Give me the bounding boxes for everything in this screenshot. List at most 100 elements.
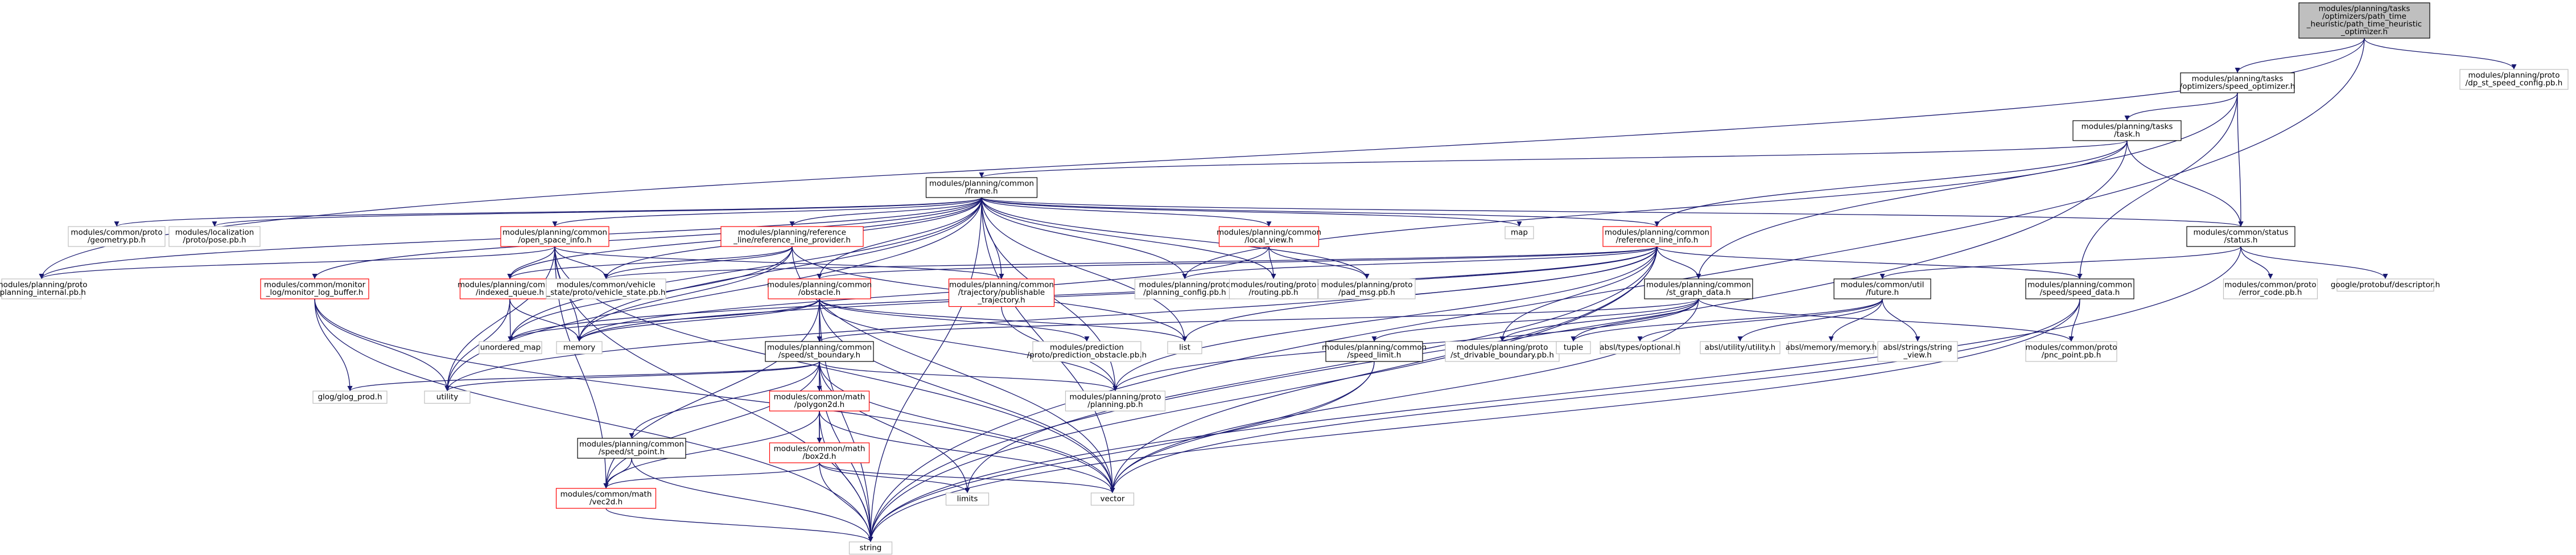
node-label-line: modules/planning/proto <box>1139 281 1231 290</box>
node-speed-limit[interactable]: modules/planning/common/speed_limit.h <box>1322 341 1427 362</box>
edge-frame-to-routing-pb <box>981 197 1276 279</box>
node-speed-data[interactable]: modules/planning/common/speed/speed_data… <box>2025 278 2134 299</box>
node-geometry-pb: modules/common/proto/geometry.pb.h <box>68 226 166 247</box>
node-label-line: google/protobuf/descriptor.h <box>2331 281 2440 290</box>
node-polygon2d[interactable]: modules/common/math/polygon2d.h <box>769 390 870 412</box>
node-memory: memory <box>556 341 603 355</box>
node-label-line: modules/planning/proto <box>0 281 87 290</box>
edge-frame-to-local-view <box>981 197 1272 227</box>
node-box <box>168 226 261 247</box>
edge-monitor-log-buffer-to-glog <box>314 298 353 392</box>
node-box <box>260 278 369 299</box>
node-box <box>769 390 870 412</box>
node-label-line: _state/proto/vehicle_state.pb.h <box>546 288 666 297</box>
node-root[interactable]: modules/planning/tasks/optimizers/path_t… <box>2298 2 2430 39</box>
node-speed-optimizer[interactable]: modules/planning/tasks/optimizers/speed_… <box>2180 72 2295 93</box>
node-box <box>479 341 542 355</box>
edge-ref-line-info-to-vehicle-state-pb <box>604 246 1658 279</box>
node-monitor-log-buffer[interactable]: modules/common/monitor_log/monitor_log_b… <box>260 278 369 299</box>
node-publishable-traj[interactable]: modules/planning/common/trajectory/publi… <box>948 278 1055 307</box>
node-vector: vector <box>1090 492 1135 506</box>
node-label-line: /speed/speed_data.h <box>2040 288 2120 297</box>
edge-ref-line-info-to-planning-pb <box>1112 246 1658 392</box>
node-label-line: /reference_line_info.h <box>1616 236 1699 245</box>
node-label-line: absl/strings/string <box>1883 343 1952 352</box>
node-box <box>2186 226 2295 247</box>
edge-frame-to-ref-line-info <box>981 197 1660 227</box>
node-frame[interactable]: modules/planning/common/frame.h <box>925 177 1038 198</box>
node-box <box>765 341 874 362</box>
node-absl-utility: absl/utility/utility.h <box>1700 341 1780 355</box>
edge-ref-line-info-to-st-graph-data <box>1656 246 1701 279</box>
node-label-line: absl/utility/utility.h <box>1705 343 1775 352</box>
edge-frame-to-status <box>981 197 2243 227</box>
node-label-line: modules/common/proto <box>71 228 162 237</box>
edge-polygon2d-to-string <box>819 410 873 542</box>
node-string: string <box>848 541 893 555</box>
node-label-line: /polygon2d.h <box>794 400 845 409</box>
node-list: list <box>1167 341 1202 355</box>
edge-root-to-speed-optimizer <box>2235 38 2365 73</box>
node-indexed-queue[interactable]: modules/planning/common/indexed_queue.h <box>458 278 562 299</box>
node-speed-point[interactable]: modules/planning/common/speed/st_point.h <box>577 438 686 459</box>
node-box <box>577 438 686 459</box>
node-label-line: modules/common/util <box>1841 281 1924 290</box>
edge-local-view-to-pad-msg-pb <box>1268 246 1370 279</box>
node-ref-line-provider[interactable]: modules/planning/reference_line/referenc… <box>720 226 864 247</box>
edge-future-to-absl-memory <box>1828 298 1883 342</box>
node-task[interactable]: modules/planning/tasks/task.h <box>2072 120 2182 141</box>
edge-frame-to-pad-msg-pb <box>981 197 1370 279</box>
node-label-line: modules/planning/tasks <box>2082 122 2173 131</box>
edge-task-to-frame <box>979 140 2128 178</box>
node-routing-pb: modules/routing/proto/routing.pb.h <box>1229 278 1318 299</box>
edge-st-boundary-to-limits <box>819 361 970 494</box>
edge-ref-line-info-to-obstacle <box>817 246 1658 279</box>
node-label-line: /speed_limit.h <box>1347 351 1402 360</box>
edge-st-boundary-to-speed-point <box>629 361 820 439</box>
node-glog: glog/glog_prod.h <box>312 390 388 404</box>
node-vec2d[interactable]: modules/common/math/vec2d.h <box>555 488 657 509</box>
node-pnc-point-pb: modules/common/proto/pnc_point.pb.h <box>2025 341 2117 362</box>
node-box <box>1318 278 1416 299</box>
node-label-line: /open_space_info.h <box>518 236 591 245</box>
edge-frame-to-ref-line-provider <box>789 197 982 227</box>
edge-ref-line-provider-to-vehicle-state-pb <box>603 246 793 279</box>
node-box <box>1065 390 1166 412</box>
node-label-line: glog/glog_prod.h <box>318 393 382 402</box>
edge-ref-line-provider-to-memory <box>576 246 793 342</box>
node-label-line: modules/common/math <box>774 393 865 402</box>
edge-status-to-descriptor <box>2240 246 2388 279</box>
edge-st-graph-data-to-speed-limit <box>1371 298 1699 342</box>
node-label-line: /pnc_point.pb.h <box>2042 351 2101 360</box>
node-box <box>948 278 1055 307</box>
edge-speed-optimizer-to-status <box>2237 92 2244 227</box>
node-box2d[interactable]: modules/common/math/box2d.h <box>769 442 870 463</box>
node-status[interactable]: modules/common/status/status.h <box>2186 226 2295 247</box>
edge-ref-line-info-to-speed-data <box>1656 246 2083 279</box>
edge-obstacle-to-prediction-obstacle-pb <box>819 298 1090 342</box>
edge-st-boundary-to-utility <box>444 361 820 392</box>
edge-speed-optimizer-to-st-graph-data <box>1696 92 2238 279</box>
node-st-graph-data[interactable]: modules/planning/common/st_graph_data.h <box>1644 278 1753 299</box>
node-future[interactable]: modules/common/util/future.h <box>1833 278 1931 299</box>
node-label-line: /st_drivable_boundary.pb.h <box>1450 351 1554 360</box>
edge-future-to-absl-string-view <box>1882 298 1920 342</box>
node-ref-line-info[interactable]: modules/planning/common/reference_line_i… <box>1602 226 1712 247</box>
node-open-space-info[interactable]: modules/planning/common/open_space_info.… <box>500 226 609 247</box>
node-obstacle[interactable]: modules/planning/common/obstacle.h <box>767 278 872 299</box>
node-label-line: /speed/st_point.h <box>599 447 665 457</box>
node-box <box>925 177 1038 198</box>
edge-open-space-info-to-planning-internal-pb <box>39 246 555 279</box>
edge-st-boundary-to-vector <box>819 361 1115 494</box>
node-st-drivable-boundary-pb: modules/planning/proto/st_drivable_bound… <box>1445 341 1560 362</box>
edge-speed-limit-to-string <box>868 361 1375 542</box>
node-st-boundary[interactable]: modules/planning/common/speed/st_boundar… <box>765 341 874 362</box>
node-box <box>546 278 666 299</box>
node-box <box>424 390 471 404</box>
node-box <box>1505 226 1534 240</box>
node-label-line: /pad_msg.pb.h <box>1338 288 1395 297</box>
node-local-view[interactable]: modules/planning/common/local_view.h <box>1217 226 1321 247</box>
node-box <box>500 226 609 247</box>
edge-status-to-error-code-pb <box>2240 246 2273 279</box>
